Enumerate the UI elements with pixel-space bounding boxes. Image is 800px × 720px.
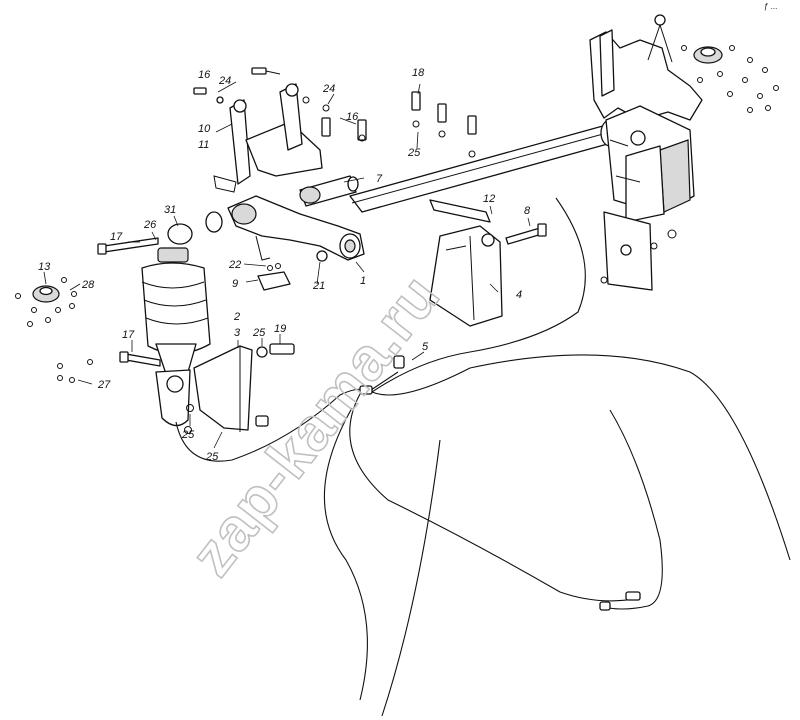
callout-31: 31 (164, 204, 176, 216)
upper-bolts (193, 67, 477, 158)
callout-5: 5 (422, 341, 429, 353)
callout-17-b: 17 (122, 329, 135, 341)
callout-25-c: 25 (181, 429, 195, 441)
callout-24: 24 (218, 75, 231, 87)
corner-mark: ƒ ... (764, 2, 777, 11)
left-spring-mount (15, 277, 77, 327)
callout-3: 3 (234, 327, 241, 339)
callout-18: 18 (412, 67, 425, 79)
bolt-17-upper (97, 237, 159, 255)
callout-21: 21 (312, 280, 325, 292)
right-bracket-assembly (589, 14, 703, 291)
callout-7: 7 (376, 173, 383, 185)
upper-left-bracket (213, 83, 323, 193)
leader-lines (43, 81, 531, 449)
callout-26: 26 (143, 219, 157, 231)
callout-22: 22 (228, 259, 241, 271)
callout-16-b: 16 (346, 111, 359, 123)
callout-27: 27 (97, 379, 111, 391)
lower-bracket-part-2 (193, 343, 295, 432)
air-spring (141, 223, 211, 427)
trailing-arm-part-1 (205, 195, 365, 262)
callout-25-d: 25 (205, 451, 219, 463)
bolt-17-lower (119, 351, 161, 367)
nuts-part-27 (57, 359, 93, 383)
callout-11: 11 (198, 139, 209, 151)
watermark: zap-kama.ru (177, 262, 452, 588)
callout-1: 1 (360, 275, 366, 287)
valve-part-5 (393, 355, 405, 369)
washers-part-25 (184, 404, 194, 434)
sleeve-part-7 (299, 175, 359, 207)
callout-10: 10 (198, 123, 211, 135)
middle-bracket-part-4 (429, 199, 503, 327)
callout-8: 8 (524, 205, 531, 217)
callout-28: 28 (81, 279, 95, 291)
callout-19: 19 (274, 323, 286, 335)
callout-17: 17 (110, 231, 123, 243)
callout-9: 9 (232, 278, 238, 290)
callout-numbers: 16 24 10 11 24 16 18 25 7 12 8 4 1 22 9 … (38, 67, 531, 463)
top-right-spring-mount (681, 45, 779, 113)
callout-12: 12 (483, 193, 495, 205)
callout-4: 4 (516, 289, 522, 301)
callout-13: 13 (38, 261, 51, 273)
callout-2: 2 (233, 311, 240, 323)
callout-24-b: 24 (322, 83, 335, 95)
bolt-part-8 (505, 223, 547, 245)
callout-25-b: 25 (252, 327, 266, 339)
plate-part-9 (257, 263, 291, 291)
air-hoses (175, 197, 791, 717)
callout-16: 16 (198, 69, 211, 81)
callout-25: 25 (407, 147, 421, 159)
